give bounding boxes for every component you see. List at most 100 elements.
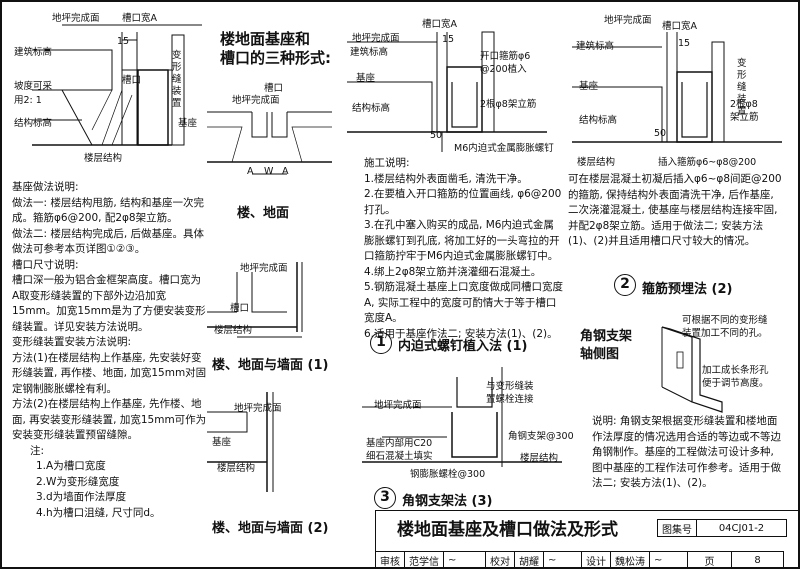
title-block [375, 510, 800, 569]
detail-method-2 [572, 32, 782, 143]
angle-axonometric [661, 326, 723, 413]
label-building-elev: 建筑标高 [14, 47, 53, 58]
label-base: 基座 [178, 118, 198, 129]
detail-floor-wall-2 [207, 392, 274, 492]
construction-1: 2.在要植入开口箍筋的位置画线, φ6@200打孔。 [364, 188, 562, 216]
label-m1-building-elev: 建筑标高 [350, 47, 389, 58]
label-m2-dim15: 15 [678, 38, 691, 49]
design-signature: ~ [649, 551, 688, 569]
page-no: 8 [731, 551, 784, 569]
label-slot-width: 槽口宽A [122, 13, 157, 24]
label-floor-finish-2: 地坪完成面 [232, 95, 280, 106]
method-3-caption: 角钢支架法 (3) [402, 494, 493, 509]
label-m3-floor-finish: 地坪完成面 [374, 400, 422, 411]
method-3-number: 3 [374, 487, 396, 509]
label-m2-structure-elev: 结构标高 [579, 115, 618, 126]
label-m2-slot-width: 槽口宽A [662, 21, 697, 32]
method-2-number: 2 [614, 274, 636, 296]
note-left-6: 方法(1)在楼层结构上作基座, 先安装好变形缝装置, 再作楼、地面, 加宽15m… [12, 351, 207, 395]
label-slot-2: 槽口 [264, 83, 284, 94]
notes-left: 基座做法说明: 做法一: 楼层结构甩筋, 结构和基座一次完成。箍筋φ6@200,… [12, 180, 207, 521]
label-floor-finish: 地坪完成面 [52, 13, 100, 24]
legend-title: 注: [30, 444, 45, 457]
label-dim-w: W [264, 166, 274, 177]
note-left-7: 方法(2)在楼层结构上作基座, 先作楼、地面, 再安装变形缝装置, 加宽15mm… [12, 398, 207, 441]
title-three-forms: 楼地面基座和 槽口的三种形式: [220, 30, 331, 67]
label-m2-rebar: 2根φ8 架立筋 [730, 99, 759, 123]
detail-floor [207, 111, 332, 175]
legend-2: 3.d为墙面作法厚度 [36, 491, 127, 503]
review-signature: ~ [443, 551, 486, 569]
label-dim-a: A [247, 166, 254, 177]
caption-floor: 楼、地面 [237, 206, 290, 221]
label-m1-base: 基座 [356, 73, 376, 84]
label-base-2: 基座 [212, 437, 232, 448]
detail-method-3 [362, 367, 562, 467]
note-left-5: 变形缝装置安装方法说明: [12, 336, 132, 348]
design-label: 设计 [581, 551, 611, 569]
construction-0: 1.楼层结构外表面凿毛, 清洗干净。 [364, 172, 528, 185]
label-m2-floor-finish: 地坪完成面 [604, 15, 652, 26]
construction-3: 4.绑上2φ8架立筋并浇灌细石混凝土。 [364, 265, 542, 278]
label-m3-c20: 基座内部用C20 细石混凝土填实 [366, 438, 433, 462]
note-left-1: 做法一: 楼层结构甩筋, 结构和基座一次完成。箍筋φ6@200, 配2φ8架立筋… [12, 196, 205, 225]
atlas-no: 04CJ01-2 [696, 519, 787, 537]
main-title: 楼地面基座及槽口做法及形式 [397, 520, 618, 540]
construction-4: 5.钢筋混凝土基座上口宽度做成同槽口宽度A, 实际工程中的宽度可酌情大于等于槽口… [364, 281, 564, 324]
notes-construction: 施工说明: 1.楼层结构外表面凿毛, 清洗干净。 2.在要植入开口箍筋的位置画线… [364, 156, 564, 342]
detail-top-left [32, 24, 202, 146]
construction-2: 3.在孔中塞入购买的成品, M6内迫式金属膨胀螺钉到孔底, 将加工好的一头弯拉的… [364, 219, 560, 262]
label-dim15: 15 [117, 36, 130, 47]
detail-floor-wall-1 [207, 262, 303, 338]
label-floor-structure: 楼层结构 [84, 153, 123, 164]
label-m1-screw: M6内迫式金属膨胀螺钉 [454, 143, 554, 154]
reviewer: 范学信 [404, 551, 444, 569]
checker: 胡耀 [514, 551, 544, 569]
check-signature: ~ [543, 551, 582, 569]
detail-method-1 [347, 31, 547, 152]
label-structure-elev: 结构标高 [14, 118, 53, 129]
legend-0: 1.A为槽口宽度 [36, 460, 106, 472]
atlas-table: 图集号 04CJ01-2 [657, 519, 787, 537]
label-m3-floor-structure: 楼层结构 [520, 453, 559, 464]
construction-title: 施工说明: [364, 157, 410, 169]
atlas-label: 图集号 [657, 519, 697, 537]
method-1-caption: 内迫式螺钉植入法 (1) [398, 339, 528, 354]
label-m1-structure-elev: 结构标高 [352, 103, 391, 114]
label-joint-device: 变形缝装置 [172, 50, 182, 109]
label-hole-note: 可根据不同的变形缝 装置加工不同的孔。 [682, 315, 768, 339]
label-slope: 坡度可采 用2: 1 [14, 81, 53, 106]
label-floor-structure-3: 楼层结构 [217, 463, 256, 474]
label-floor-finish-3: 地坪完成面 [240, 263, 288, 274]
notes-stirrup: 可在楼层混凝土初凝后插入φ6~φ8间距@200的箍筋, 保持结构外表面清洗干净,… [568, 173, 782, 247]
legend-1: 2.W为变形缝宽度 [36, 475, 120, 488]
angle-view-title: 角钢支架 轴侧图 [580, 329, 633, 362]
label-floor-structure-2: 楼层结构 [214, 325, 253, 336]
label-m2-building-elev: 建筑标高 [576, 41, 615, 52]
label-dim-a2: A [282, 166, 289, 177]
caption-floor-wall-1: 楼、地面与墙面 (1) [212, 358, 329, 373]
note-left-0: 基座做法说明: [12, 181, 79, 193]
review-label: 审核 [375, 551, 405, 569]
label-m3-angle: 角钢支架@300 [508, 431, 574, 442]
page-label: 页 [687, 551, 732, 569]
note-left-2: 做法二: 楼层结构完成后, 后做基座。具体做法可参考本页详图①②③。 [12, 227, 205, 256]
label-m1-floor-finish: 地坪完成面 [352, 33, 400, 44]
label-m1-dim15: 15 [442, 34, 455, 45]
label-m3-bolt: 与变形缝装 置螺栓连接 [486, 381, 534, 405]
label-m2-dim50: 50 [654, 128, 667, 139]
note-left-4: 槽口深一般为铝合金框架高度。槽口宽为A取变形缝装置的下部外边沿加宽15mm。加宽… [12, 274, 206, 333]
label-m1-open-stirrup: 开口箍筋φ6 @200植入 [480, 51, 531, 75]
designer: 魏松涛 [610, 551, 650, 569]
note-left-3: 槽口尺寸说明: [12, 258, 79, 271]
label-slot-hole: 加工成长条形孔 便于调节高度。 [702, 365, 769, 389]
label-slot: 槽口 [122, 75, 142, 86]
check-label: 校对 [485, 551, 515, 569]
label-floor-finish-4: 地坪完成面 [234, 403, 282, 414]
label-m1-dim50: 50 [430, 130, 443, 141]
method-2-caption: 箍筋预埋法 (2) [642, 282, 733, 297]
label-m2-joint: 变形缝装置 [737, 58, 747, 117]
method-1-number: 1 [370, 332, 392, 354]
construction-5: 6.适用于基座作法二; 安装方法(1)、(2)。 [364, 327, 558, 340]
